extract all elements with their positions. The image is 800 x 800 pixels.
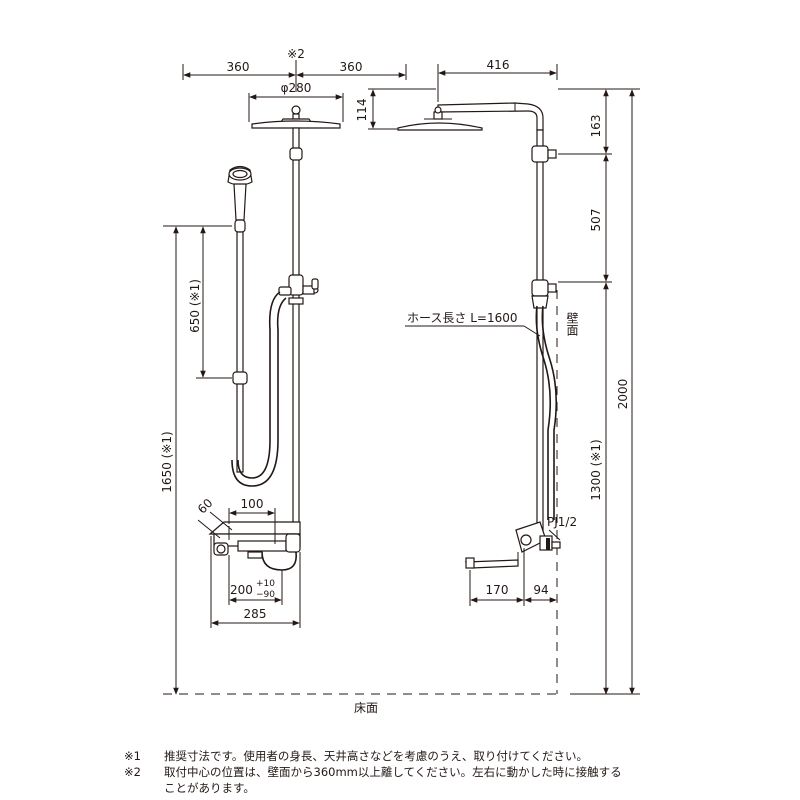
dim-width-360: 360 360 ※2 [182, 47, 407, 92]
dim-416: 416 [437, 58, 558, 102]
hose-length-label: ホース長さ L=1600 [407, 311, 518, 325]
side-hose [535, 305, 558, 520]
note-mark-2: ※2 [287, 47, 305, 61]
note-1-text: 推奨寸法です。使用者の身長、天井高さなどを考慮のうえ、取り付けてください。 [164, 749, 589, 763]
dim-200-tol-minus: −90 [256, 590, 275, 600]
dim-2000: 2000 [616, 89, 635, 695]
note-2-continued: ことがあります。 [164, 781, 255, 795]
dim-100-label: 100 [241, 497, 264, 511]
riser-pipe [278, 127, 319, 534]
wall-label: 壁面 [565, 311, 579, 336]
hand-shower [227, 165, 253, 233]
front-view: 360 360 ※2 φ280 [160, 47, 407, 695]
side-faucet [464, 521, 561, 569]
note-1: ※1 推奨寸法です。使用者の身長、天井高さなどを考慮のうえ、取り付けてください。 [124, 748, 774, 764]
floor-label: 床面 [354, 701, 378, 715]
thermostatic-faucet [208, 521, 301, 571]
slide-bar-and-hose [231, 231, 287, 487]
dim-100: 100 [228, 497, 276, 544]
dim-285: 285 [210, 536, 301, 628]
dim-163-label: 163 [589, 115, 603, 138]
note-2-text: 取付中心の位置は、壁面から360mm以上離してください。左右に動かした時に接触す… [164, 765, 622, 779]
note-2: ※2 取付中心の位置は、壁面から360mm以上離してください。左右に動かした時に… [124, 764, 774, 780]
hose-callout: ホース長さ L=1600 [405, 311, 541, 337]
dim-360-left: 360 [227, 60, 250, 74]
diameter-label: φ280 [281, 81, 312, 95]
dim-1650: 1650 (※1) [160, 225, 196, 695]
note-2-mark: ※2 [124, 765, 141, 779]
dim-200: 200 +10 −90 [228, 555, 283, 605]
dim-650: 650 (※1) [188, 225, 232, 379]
dim-507-label: 507 [589, 209, 603, 232]
dim-94-label: 94 [533, 583, 548, 597]
dim-114: 114 [355, 88, 436, 130]
dim-163-507: 163 507 1300 (※1) [558, 88, 640, 695]
dim-200-label: 200 [230, 583, 253, 597]
dim-diameter-280: φ280 [248, 81, 344, 122]
dim-170-label: 170 [486, 583, 509, 597]
dim-360-right: 360 [340, 60, 363, 74]
dim-285-label: 285 [244, 607, 267, 621]
side-riser [531, 129, 557, 533]
pj-callout: PJ1/2 [547, 515, 577, 541]
side-overhead-shower [397, 102, 544, 131]
floor: 床面 [163, 693, 640, 715]
pj-label: PJ1/2 [547, 515, 577, 529]
side-view: 416 114 [355, 58, 640, 695]
note-1-mark: ※1 [124, 749, 141, 763]
dim-416-label: 416 [487, 58, 510, 72]
dim-114-label: 114 [355, 99, 369, 122]
dim-1300-label: 1300 (※1) [589, 439, 603, 500]
overhead-shower-head [251, 105, 341, 129]
dim-170-94: 170 94 [469, 548, 557, 606]
dim-200-tol-plus: +10 [256, 579, 275, 589]
dim-650-label: 650 (※1) [188, 279, 202, 333]
dim-1650-label: 1650 (※1) [160, 431, 174, 492]
dim-2000-label: 2000 [616, 379, 630, 410]
footnotes: ※1 推奨寸法です。使用者の身長、天井高さなどを考慮のうえ、取り付けてください。… [124, 748, 774, 796]
